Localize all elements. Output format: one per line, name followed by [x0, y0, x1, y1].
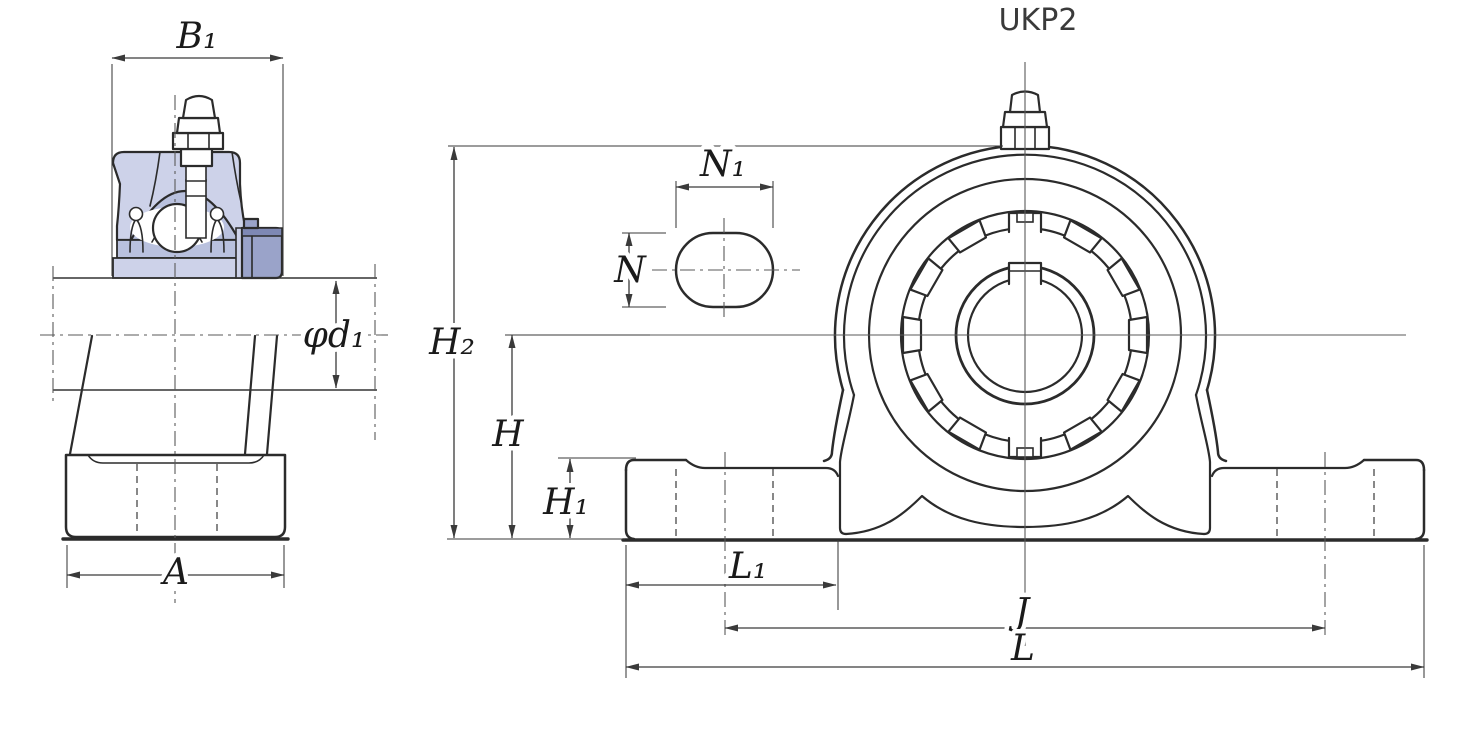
dim-label-phi-d1: φd₁: [303, 315, 366, 356]
dim-label-n1: N₁: [699, 144, 746, 185]
bolt-slot-detail: [652, 218, 800, 322]
side-view-centerlines: [40, 95, 388, 603]
dim-label-b1: B₁: [176, 16, 218, 57]
lock-nut-side: [235, 217, 284, 280]
dim-label-n: N: [613, 250, 647, 291]
dim-label-h2: H₂: [428, 322, 475, 363]
grease-fitting-side: [171, 94, 225, 239]
dim-label-h1: H₁: [542, 482, 589, 523]
side-view-pedestal: [68, 334, 279, 456]
front-view: H₂ H H₁ N₁ N L₁ J L: [424, 62, 1429, 678]
side-view-dimensions: B₁ φd₁ A: [66, 12, 370, 598]
side-view: B₁ φd₁ A: [40, 12, 388, 603]
front-view-centerlines: [648, 62, 1406, 646]
dim-label-l1: L₁: [728, 546, 767, 587]
dim-label-l: L: [1010, 628, 1035, 669]
dim-label-h: H: [491, 414, 524, 455]
dim-label-a: A: [160, 552, 189, 593]
shaft-lines: [53, 277, 377, 391]
dim-label-j: J: [1008, 592, 1032, 633]
drawing-title: UKP2: [999, 3, 1078, 38]
